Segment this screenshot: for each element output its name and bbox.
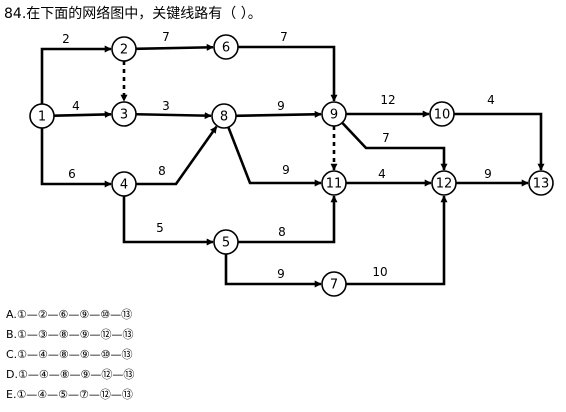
edges-layer (40, 43, 545, 288)
node-circle-2 (111, 36, 137, 62)
node-label-13: 13 (533, 177, 550, 192)
node-5: 5 (213, 229, 239, 255)
edge-6-9 (238, 45, 338, 102)
node-label-1: 1 (38, 110, 46, 125)
node-label-8: 8 (220, 110, 228, 125)
option-a[interactable]: A.①—②—⑥—⑨—⑩—⑬ (6, 308, 133, 321)
edge-8-11 (227, 126, 322, 187)
node-circle-6 (213, 34, 239, 60)
edge-label-11-12: 4 (378, 167, 386, 181)
edge-8-9 (235, 110, 322, 118)
node-circle-11 (321, 170, 347, 196)
node-1: 1 (29, 103, 55, 129)
edge-5-11 (238, 195, 338, 244)
node-4: 4 (111, 171, 137, 197)
node-label-12: 12 (436, 177, 453, 192)
option-b[interactable]: B.①—③—⑧—⑨—⑫—⑬ (6, 328, 134, 341)
node-circle-12 (431, 170, 457, 196)
node-circle-8 (211, 103, 237, 129)
node-7: 7 (321, 271, 347, 297)
node-8: 8 (211, 103, 237, 129)
node-3: 3 (111, 101, 137, 127)
node-circle-3 (111, 101, 137, 127)
edge-label-1-3: 4 (72, 99, 80, 113)
edge-labels-layer: 2 4 6 7 7 3 8 5 9 9 12 7 4 4 9 8 9 10 (62, 30, 495, 281)
node-circle-1 (29, 103, 55, 129)
node-label-4: 4 (120, 178, 128, 193)
edge-label-4-8: 8 (158, 164, 166, 178)
edge-10-13 (454, 112, 545, 171)
edge-label-8-9: 9 (277, 99, 285, 113)
edge-2-6 (135, 43, 214, 51)
node-label-9: 9 (330, 108, 338, 123)
edge-label-1-4: 6 (68, 167, 76, 181)
node-11: 11 (321, 170, 347, 196)
node-label-6: 6 (222, 41, 230, 56)
node-6: 6 (213, 34, 239, 60)
edge-1-4 (40, 128, 112, 188)
node-label-3: 3 (120, 108, 128, 123)
edge-label-4-5: 5 (156, 221, 164, 235)
node-12: 12 (431, 170, 457, 196)
edge-7-12 (346, 195, 448, 286)
node-2: 2 (111, 36, 137, 62)
option-e[interactable]: E.①—④—⑤—⑦—⑫—⑬ (6, 388, 133, 401)
node-circle-13 (528, 170, 554, 196)
option-d[interactable]: D.①—④—⑧—⑨—⑫—⑬ (6, 368, 135, 381)
node-13: 13 (528, 170, 554, 196)
edge-label-10-13: 4 (487, 93, 495, 107)
edge-label-5-11: 8 (278, 225, 286, 239)
edge-label-7-12: 10 (372, 265, 387, 279)
edge-9-12 (341, 121, 448, 171)
answer-options: A.①—②—⑥—⑨—⑩—⑬ B.①—③—⑧—⑨—⑫—⑬ C.①—④—⑧—⑨—⑩—… (6, 305, 134, 405)
node-circle-5 (213, 229, 239, 255)
node-circle-7 (321, 271, 347, 297)
edge-label-9-10: 12 (380, 93, 395, 107)
edge-label-6-9: 7 (280, 30, 288, 44)
edge-1-2 (40, 45, 112, 104)
node-label-5: 5 (222, 236, 230, 251)
edge-1-3 (53, 110, 112, 118)
edge-label-5-7: 9 (277, 267, 285, 281)
node-circle-9 (321, 101, 347, 127)
node-label-2: 2 (120, 43, 128, 58)
node-label-11: 11 (326, 177, 343, 192)
option-c[interactable]: C.①—④—⑧—⑨—⑩—⑬ (6, 348, 133, 361)
edge-4-8 (136, 125, 218, 186)
edge-4-5 (122, 196, 214, 246)
node-label-10: 10 (434, 108, 451, 123)
node-circle-4 (111, 171, 137, 197)
edge-label-9-12: 7 (382, 131, 390, 145)
edge-label-12-13: 9 (484, 167, 492, 181)
node-10: 10 (429, 101, 455, 127)
edge-label-3-8: 3 (162, 99, 170, 113)
node-circle-10 (429, 101, 455, 127)
node-label-7: 7 (330, 278, 338, 293)
edge-label-8-11: 9 (282, 163, 290, 177)
edge-label-2-6: 7 (162, 30, 170, 44)
edge-5-7 (224, 254, 322, 288)
node-9: 9 (321, 101, 347, 127)
edge-3-8 (135, 112, 212, 120)
question-text: 84.在下面的网络图中，关键线路有（ ）。 (4, 6, 262, 22)
edge-label-1-2: 2 (62, 32, 70, 46)
